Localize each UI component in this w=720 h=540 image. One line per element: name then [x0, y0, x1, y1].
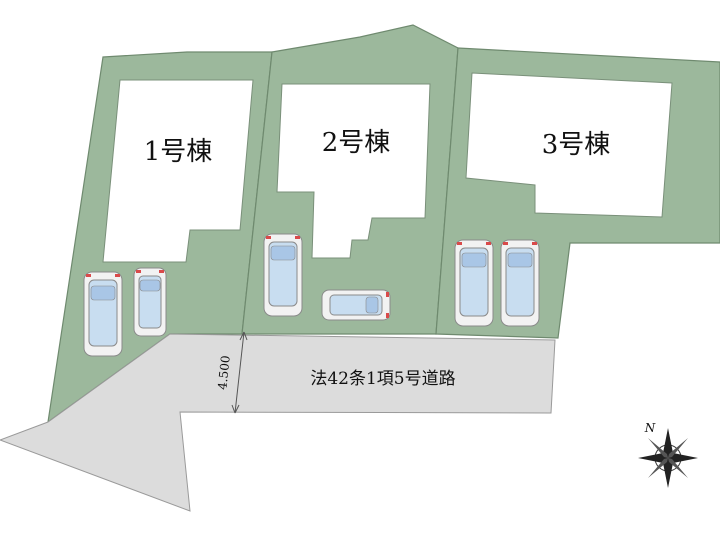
building-2	[276, 83, 431, 259]
compass-rose-icon	[638, 428, 698, 488]
road-label: 法42条1項5号道路	[310, 369, 455, 389]
road-width-arrow-bottom	[231, 404, 240, 414]
car-1b	[133, 267, 167, 337]
car-2b	[321, 289, 391, 321]
building-1	[102, 79, 254, 263]
road	[0, 333, 556, 512]
car-2a	[263, 233, 303, 317]
compass-north-label: N	[644, 421, 656, 435]
car-3a	[454, 239, 494, 327]
building-2-label: 2号棟	[322, 128, 391, 158]
car-3b	[500, 239, 540, 327]
building-3-label: 3号棟	[542, 130, 611, 160]
car-1a	[83, 271, 123, 357]
road-width-dimension-line	[234, 331, 245, 414]
building-3	[465, 72, 673, 218]
building-1-label: 1号棟	[144, 137, 213, 167]
road-width-arrow-top	[239, 331, 248, 341]
road-width-label: 4.500	[215, 355, 233, 391]
